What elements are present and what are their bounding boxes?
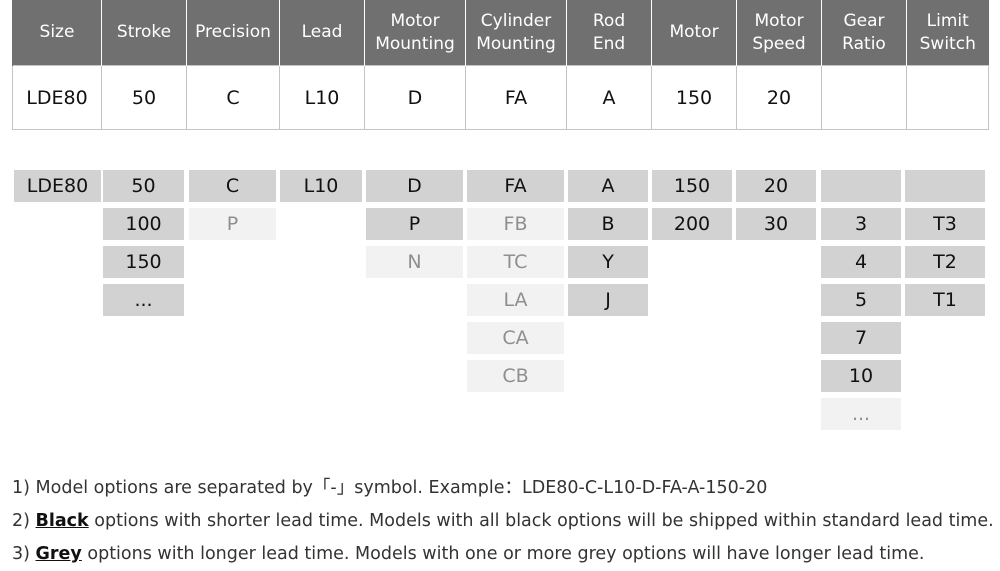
option-rod-end-0: A: [568, 170, 648, 202]
header-motor: Motor: [651, 0, 737, 66]
option-gear-ratio-6: ...: [821, 398, 901, 430]
option-cylinder-mounting-4: CA: [467, 322, 564, 354]
option-motor-1: 200: [652, 208, 732, 240]
option-limit-switch-2: T2: [905, 246, 985, 278]
option-stroke-3: ...: [103, 284, 184, 316]
example-cylinder-mounting: FA: [465, 65, 567, 130]
note-grey-options: 3) Grey options with longer lead time. M…: [12, 544, 925, 564]
example-motor-speed: 20: [736, 65, 822, 130]
header-lead: Lead: [279, 0, 365, 66]
note-black-options: 2) Black options with shorter lead time.…: [12, 511, 994, 531]
options-column-stroke: 50 100 150...: [103, 170, 184, 322]
example-stroke: 50: [101, 65, 187, 130]
option-limit-switch-0: [905, 170, 985, 202]
example-lead: L10: [279, 65, 365, 130]
example-size: LDE80: [12, 65, 102, 130]
example-model-row: LDE80 50 C L10 D FA A 150 20: [12, 65, 989, 130]
option-motor-speed-1: 30: [736, 208, 816, 240]
option-motor-0: 150: [652, 170, 732, 202]
header-precision: Precision: [186, 0, 280, 66]
option-limit-switch-3: T1: [905, 284, 985, 316]
example-rod-end: A: [566, 65, 652, 130]
option-size-0: LDE80: [14, 170, 101, 202]
option-motor-speed-0: 20: [736, 170, 816, 202]
option-precision-1: P: [189, 208, 276, 240]
option-gear-ratio-4: 7: [821, 322, 901, 354]
example-limit-switch: [906, 65, 989, 130]
header-stroke: Stroke: [101, 0, 187, 66]
option-gear-ratio-0: [821, 170, 901, 202]
option-rod-end-1: B: [568, 208, 648, 240]
option-motor-mounting-1: P: [366, 208, 463, 240]
example-gear-ratio: [821, 65, 907, 130]
example-motor-mounting: D: [364, 65, 466, 130]
options-column-lead: L10: [280, 170, 362, 208]
option-rod-end-2: Y: [568, 246, 648, 278]
option-stroke-0: 50: [103, 170, 184, 202]
option-rod-end-3: J: [568, 284, 648, 316]
option-motor-mounting-2: N: [366, 246, 463, 278]
options-column-gear-ratio: 3 4 5 7 10...: [821, 170, 901, 436]
option-gear-ratio-5: 10: [821, 360, 901, 392]
option-limit-switch-1: T3: [905, 208, 985, 240]
option-cylinder-mounting-5: CB: [467, 360, 564, 392]
option-cylinder-mounting-1: FB: [467, 208, 564, 240]
option-gear-ratio-3: 5: [821, 284, 901, 316]
option-cylinder-mounting-3: LA: [467, 284, 564, 316]
grey-keyword: Grey: [35, 544, 82, 564]
option-precision-0: C: [189, 170, 276, 202]
option-motor-mounting-0: D: [366, 170, 463, 202]
option-cylinder-mounting-2: TC: [467, 246, 564, 278]
notes-section: 1) Model options are separated by「-」symb…: [12, 472, 994, 571]
option-gear-ratio-2: 4: [821, 246, 901, 278]
options-column-size: LDE80: [14, 170, 101, 208]
black-keyword: Black: [35, 511, 89, 531]
option-stroke-1: 100: [103, 208, 184, 240]
note-separator: 1) Model options are separated by「-」symb…: [12, 478, 768, 498]
option-gear-ratio-1: 3: [821, 208, 901, 240]
options-column-cylinder-mounting: FA FB TC LA CA CB: [467, 170, 564, 398]
option-cylinder-mounting-0: FA: [467, 170, 564, 202]
option-stroke-2: 150: [103, 246, 184, 278]
example-motor: 150: [651, 65, 737, 130]
option-lead-0: L10: [280, 170, 362, 202]
header-size: Size: [12, 0, 102, 66]
